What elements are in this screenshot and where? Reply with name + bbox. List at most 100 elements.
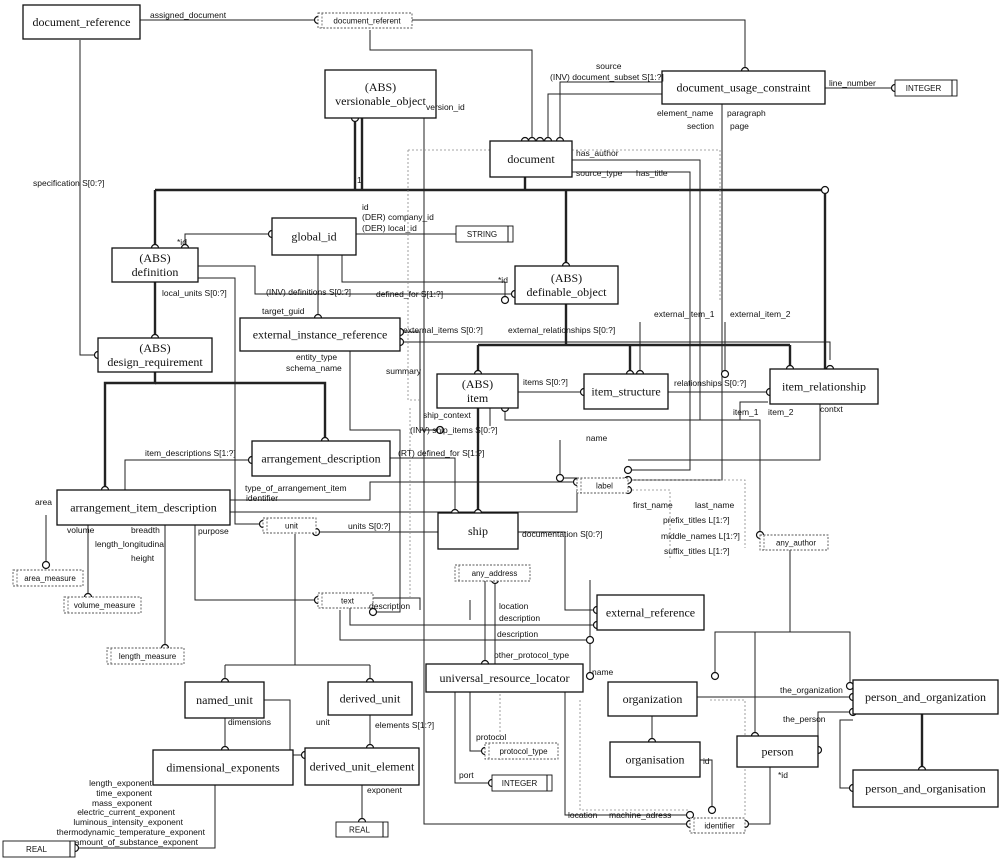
- arrangement-description-entity: arrangement_description: [251, 440, 391, 477]
- any-address-entity: any_address: [454, 564, 531, 582]
- label-line-number: line_number: [829, 78, 876, 88]
- definable-object-name: definable_object: [527, 285, 608, 299]
- person-name: person: [762, 745, 794, 759]
- label-length-longitudinal: length_longitudinal: [95, 539, 166, 549]
- label-element-name: element_name: [657, 108, 714, 118]
- label-external-item-1: external_item_1: [654, 309, 715, 319]
- identifier-name: identifier: [704, 822, 735, 831]
- item-structure-name: item_structure: [591, 385, 660, 399]
- named-unit-name: named_unit: [196, 693, 253, 707]
- string-name: STRING: [467, 230, 497, 239]
- label-port: port: [459, 770, 474, 780]
- label-source-type: source_type: [576, 168, 623, 178]
- document-name: document: [507, 152, 555, 166]
- label-description-ext: description: [499, 613, 540, 623]
- label-relationships: relationships S[0:?]: [674, 378, 746, 388]
- label-star-id-def: *id: [177, 237, 187, 247]
- relationship-end-circle: [623, 465, 633, 475]
- label-length-exponent: length_exponent: [89, 778, 153, 788]
- design-requirement-name: design_requirement: [107, 355, 203, 369]
- item-entity: (ABS)item: [436, 373, 519, 409]
- label-item-2: item_2: [768, 407, 794, 417]
- label-location-2: location: [568, 810, 598, 820]
- organization-entity: organization: [607, 681, 698, 717]
- document-entity: document: [489, 140, 573, 178]
- document-usage-constraint-name: document_usage_constraint: [677, 81, 812, 95]
- integer-2-name: INTEGER: [502, 779, 538, 788]
- dimensional-exponents-entity: dimensional_exponents: [152, 749, 294, 786]
- protocol-type-name: protocol_type: [499, 747, 548, 756]
- ship-name: ship: [468, 524, 488, 538]
- label-defined-for: defined_for S[1:?]: [376, 289, 443, 299]
- label-contxt: contxt: [820, 404, 843, 414]
- string-entity: STRING: [455, 225, 514, 243]
- any-address-name: any_address: [472, 569, 518, 578]
- abs-marker: (ABS): [462, 377, 493, 391]
- label-breadth: breadth: [131, 525, 160, 535]
- relationship-end-circle: [555, 473, 565, 483]
- integer-1-entity: INTEGER: [894, 79, 958, 97]
- volume-measure-name: volume_measure: [74, 601, 136, 610]
- subtype-lines: [103, 118, 924, 770]
- item-relationship-name: item_relationship: [782, 380, 866, 394]
- external-reference-entity: external_reference: [596, 594, 705, 631]
- label-id-org: id: [703, 756, 710, 766]
- label-unit-lbl: unit: [316, 717, 330, 727]
- person-and-organization-entity: person_and_organization: [852, 679, 999, 715]
- definition-entity: (ABS)definition: [111, 247, 199, 283]
- label-source: source: [596, 61, 622, 71]
- label-external-relationships: external_relationships S[0:?]: [508, 325, 615, 335]
- label-description-text: description: [369, 601, 410, 611]
- label-name-label: name: [586, 433, 608, 443]
- abs-marker: (ABS): [139, 251, 170, 265]
- text-name: text: [341, 597, 355, 606]
- organisation-entity: organisation: [609, 741, 701, 778]
- label-paragraph: paragraph: [727, 108, 766, 118]
- derived-unit-element-name: derived_unit_element: [310, 760, 415, 774]
- ship-entity: ship: [437, 512, 519, 550]
- label-star-id-defobj: *id: [498, 275, 508, 285]
- length-measure-name: length_measure: [119, 652, 177, 661]
- label-elements: elements S[1:?]: [375, 720, 434, 730]
- label-prefix-titles: prefix_titles L[1:?]: [663, 515, 730, 525]
- label-amount-of-substance-exponent: amount_of_substance_exponent: [75, 837, 199, 847]
- label-luminous-intensity-exponent: luminous_intensity_exponent: [73, 817, 183, 827]
- entities: document_reference document_referentdocum…: [2, 4, 999, 858]
- label-summary: summary: [386, 366, 422, 376]
- person-and-organization-name: person_and_organization: [865, 690, 986, 704]
- label-area: area: [35, 497, 52, 507]
- arrangement-description-name: arrangement_description: [261, 452, 380, 466]
- relationship-end-circle: [585, 671, 595, 681]
- area-measure-entity: area_measure: [12, 569, 84, 587]
- arrangement-item-description-name: arrangement_item_description: [70, 501, 217, 515]
- label-inv-ship-items: (INV) ship_items S[0:?]: [410, 425, 497, 435]
- label-location-1: location: [499, 601, 529, 611]
- universal-resource-locator-entity: universal_resource_locator: [425, 663, 584, 693]
- abs-marker: (ABS): [139, 341, 170, 355]
- label-time-exponent: time_exponent: [96, 788, 152, 798]
- integer-2-entity: INTEGER: [491, 774, 553, 792]
- versionable-object-name: versionable_object: [335, 94, 426, 108]
- label-has-title: has_title: [636, 168, 668, 178]
- label-the-person: the_person: [783, 714, 826, 724]
- label-local-units: local_units S[0:?]: [162, 288, 227, 298]
- label-specification: specification S[0:?]: [33, 178, 104, 188]
- label-height: height: [131, 553, 155, 563]
- real-1-name: REAL: [349, 826, 370, 835]
- external-reference-name: external_reference: [606, 606, 695, 620]
- any-author-entity: any_author: [759, 534, 829, 551]
- document-referent-entity: document_referent: [317, 12, 413, 29]
- label-id-gid: id: [362, 202, 369, 212]
- derived-unit-entity: derived_unit: [327, 681, 413, 716]
- relationship-end-circle: [585, 635, 595, 645]
- label-inv-document-subset: (INV) document_subset S[1:?]: [550, 72, 664, 82]
- label-version-id: version_id: [426, 102, 465, 112]
- document-reference-name: document_reference: [33, 15, 131, 29]
- integer-1-name: INTEGER: [906, 84, 942, 93]
- label-items: items S[0:?]: [523, 377, 568, 387]
- organisation-name: organisation: [625, 753, 684, 767]
- label-item-descriptions: item_descriptions S[1:?]: [145, 448, 236, 458]
- label-section: section: [687, 121, 714, 131]
- design-requirement-entity: (ABS)design_requirement: [97, 337, 213, 373]
